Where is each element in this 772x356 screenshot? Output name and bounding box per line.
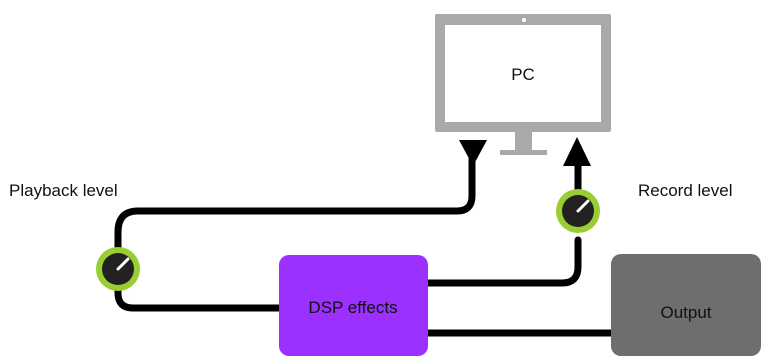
dsp-effects-block: DSP effects	[279, 255, 428, 356]
dsp-box	[279, 255, 428, 356]
output-label: Output	[660, 303, 711, 322]
monitor-stand	[500, 150, 547, 155]
monitor-neck	[515, 132, 532, 150]
playback-level-knob[interactable]	[96, 247, 140, 291]
record-level-label: Record level	[638, 181, 733, 200]
pc-monitor: PC	[435, 14, 611, 155]
dsp-label: DSP effects	[308, 298, 397, 317]
wire-dsp-to-record	[424, 236, 582, 287]
wire-playback-from-pc	[114, 154, 476, 259]
wire-playback-to-dsp	[114, 279, 286, 312]
arrow-down-icon	[459, 140, 487, 166]
knob-pointer	[116, 257, 130, 271]
arrow-up-icon	[563, 137, 591, 166]
playback-level-label: Playback level	[9, 181, 118, 200]
webcam-icon	[522, 18, 526, 22]
knob-pointer	[576, 199, 590, 213]
record-level-knob[interactable]	[556, 189, 600, 233]
output-block: Output	[611, 254, 761, 356]
monitor-screen	[445, 25, 601, 122]
wires	[114, 154, 618, 337]
pc-label: PC	[511, 65, 535, 84]
output-box	[611, 254, 761, 356]
